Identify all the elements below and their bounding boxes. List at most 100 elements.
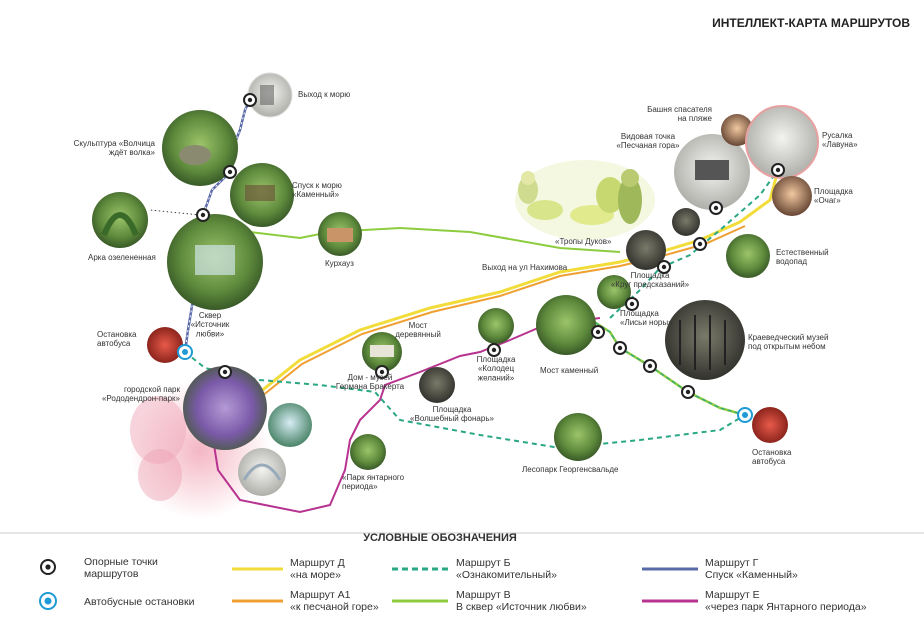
- photo-tropy-dukov: [626, 230, 666, 270]
- photo-tower-small: [672, 208, 700, 236]
- photo-ochag: [772, 176, 812, 216]
- photo-bus-stop-1: [147, 327, 183, 363]
- route-point[interactable]: [218, 365, 232, 379]
- photo-lisi-nory: [597, 275, 631, 309]
- label-line: Скульптура «Волчица: [74, 139, 156, 148]
- label-line: «Парк янтарного: [342, 473, 405, 482]
- bus-stop-point[interactable]: [177, 344, 193, 360]
- label-line: Маршрут В: [456, 589, 511, 601]
- label-line: автобуса: [752, 457, 786, 466]
- photo-spusk-kamennyy: [230, 163, 294, 227]
- label-line: Площадка: [631, 271, 670, 280]
- label-line: Курхауз: [325, 259, 354, 268]
- arka-connector: [149, 209, 201, 216]
- label-vykhod-k-moryu: Выход к морю: [298, 90, 350, 99]
- route-point[interactable]: [243, 93, 257, 107]
- label-line: городской парк: [124, 385, 181, 394]
- route-point[interactable]: [681, 385, 695, 399]
- label-line: периода»: [342, 482, 378, 491]
- label-rododendron: городской парк«Рододендрон-парк»: [102, 385, 181, 403]
- label-line: Маршрут Е: [705, 589, 760, 601]
- photo-skver-istochnik: [167, 214, 263, 310]
- tropy-dukov-illustration: [515, 160, 655, 240]
- label-line: «Каменный»: [292, 190, 340, 199]
- label-line: Маршрут А1: [290, 589, 351, 601]
- photo-vidovaya: [674, 134, 750, 210]
- route-point[interactable]: [223, 165, 237, 179]
- photo-rododendron-park: [183, 366, 267, 450]
- label-kurkhauz: Курхауз: [325, 259, 354, 268]
- label-line: Дом - музей: [348, 373, 393, 382]
- label-line: «Лавуна»: [822, 140, 858, 149]
- label-line: Маршрут Г: [705, 557, 759, 569]
- label-line: Сквер: [199, 311, 222, 320]
- legend-route-b: Маршрут Б«Ознакомительный»: [456, 557, 557, 581]
- label-line: «Круг предсказаний»: [611, 280, 690, 289]
- label-krug: Площадка«Круг предсказаний»: [611, 271, 690, 289]
- route-point[interactable]: [625, 297, 639, 311]
- route-point[interactable]: [771, 163, 785, 177]
- route-b-line-lower: [184, 351, 746, 450]
- label-line: Маршрут Б: [456, 557, 511, 569]
- photo-bus-stop-2: [752, 407, 788, 443]
- photo-lesopark: [554, 413, 602, 461]
- label-line: «через парк Янтарного периода»: [705, 601, 867, 613]
- flower-petal: [130, 396, 186, 464]
- photo-greenhouse: [238, 448, 286, 496]
- legend-route-a1: Маршрут А1«к песчаной горе»: [290, 589, 379, 613]
- label-line: Остановка: [752, 448, 792, 457]
- label-line: «Источник: [191, 320, 230, 329]
- label-line: Спуск к морю: [292, 181, 342, 190]
- label-line: Спуск «Каменный»: [705, 569, 798, 581]
- label-line: Площадка: [433, 405, 472, 414]
- label-line: Автобусные остановки: [84, 596, 195, 608]
- label-line: «Волшебный фонарь»: [410, 414, 494, 423]
- label-line: «Колодец: [478, 364, 515, 373]
- label-line: Русалка: [822, 131, 853, 140]
- photo-vykhod-k-moryu: [247, 72, 293, 118]
- label-line: Площадка: [477, 355, 516, 364]
- label-line: деревянный: [395, 330, 441, 339]
- label-lesopark: Лесопарк Георгенсвальде: [522, 465, 619, 474]
- route-point[interactable]: [375, 365, 389, 379]
- photo-park-green: [268, 403, 312, 447]
- route-point[interactable]: [487, 343, 501, 357]
- route-point[interactable]: [196, 208, 210, 222]
- photo-kurkhauz: [318, 212, 362, 256]
- photo-kolodets: [478, 308, 514, 344]
- label-volsheb-fonar: Площадка«Волшебный фонарь»: [410, 405, 494, 423]
- photo-vodopad: [726, 234, 770, 278]
- route-point[interactable]: [591, 325, 605, 339]
- label-line: «к песчаной горе»: [290, 601, 379, 613]
- photo-bashnya: [721, 114, 753, 146]
- photo-dom-muzey: [362, 332, 402, 372]
- label-line: Площадка: [814, 187, 853, 196]
- route-point[interactable]: [693, 237, 707, 251]
- label-line: «Тропы Дуков»: [555, 237, 612, 246]
- label-line: Башня спасателя: [647, 105, 712, 114]
- route-point[interactable]: [643, 359, 657, 373]
- label-tropy: «Тропы Дуков»: [555, 237, 612, 246]
- photo-most-kamen: [536, 295, 596, 355]
- label-nakhimova: Выход на ул Нахимова: [482, 263, 568, 272]
- label-line: Опорные точки: [84, 556, 158, 568]
- photo-skulptura-volchitsa: [162, 110, 238, 186]
- label-line: Арка озелененная: [88, 253, 156, 262]
- label-line: Выход к морю: [298, 90, 350, 99]
- route-point[interactable]: [613, 341, 627, 355]
- route-point[interactable]: [709, 201, 723, 215]
- bus-stop-point[interactable]: [737, 407, 753, 423]
- label-line: «на море»: [290, 569, 341, 581]
- label-line: Мост: [409, 321, 428, 330]
- route-point[interactable]: [657, 260, 671, 274]
- legend-route-point-icon: [40, 559, 56, 575]
